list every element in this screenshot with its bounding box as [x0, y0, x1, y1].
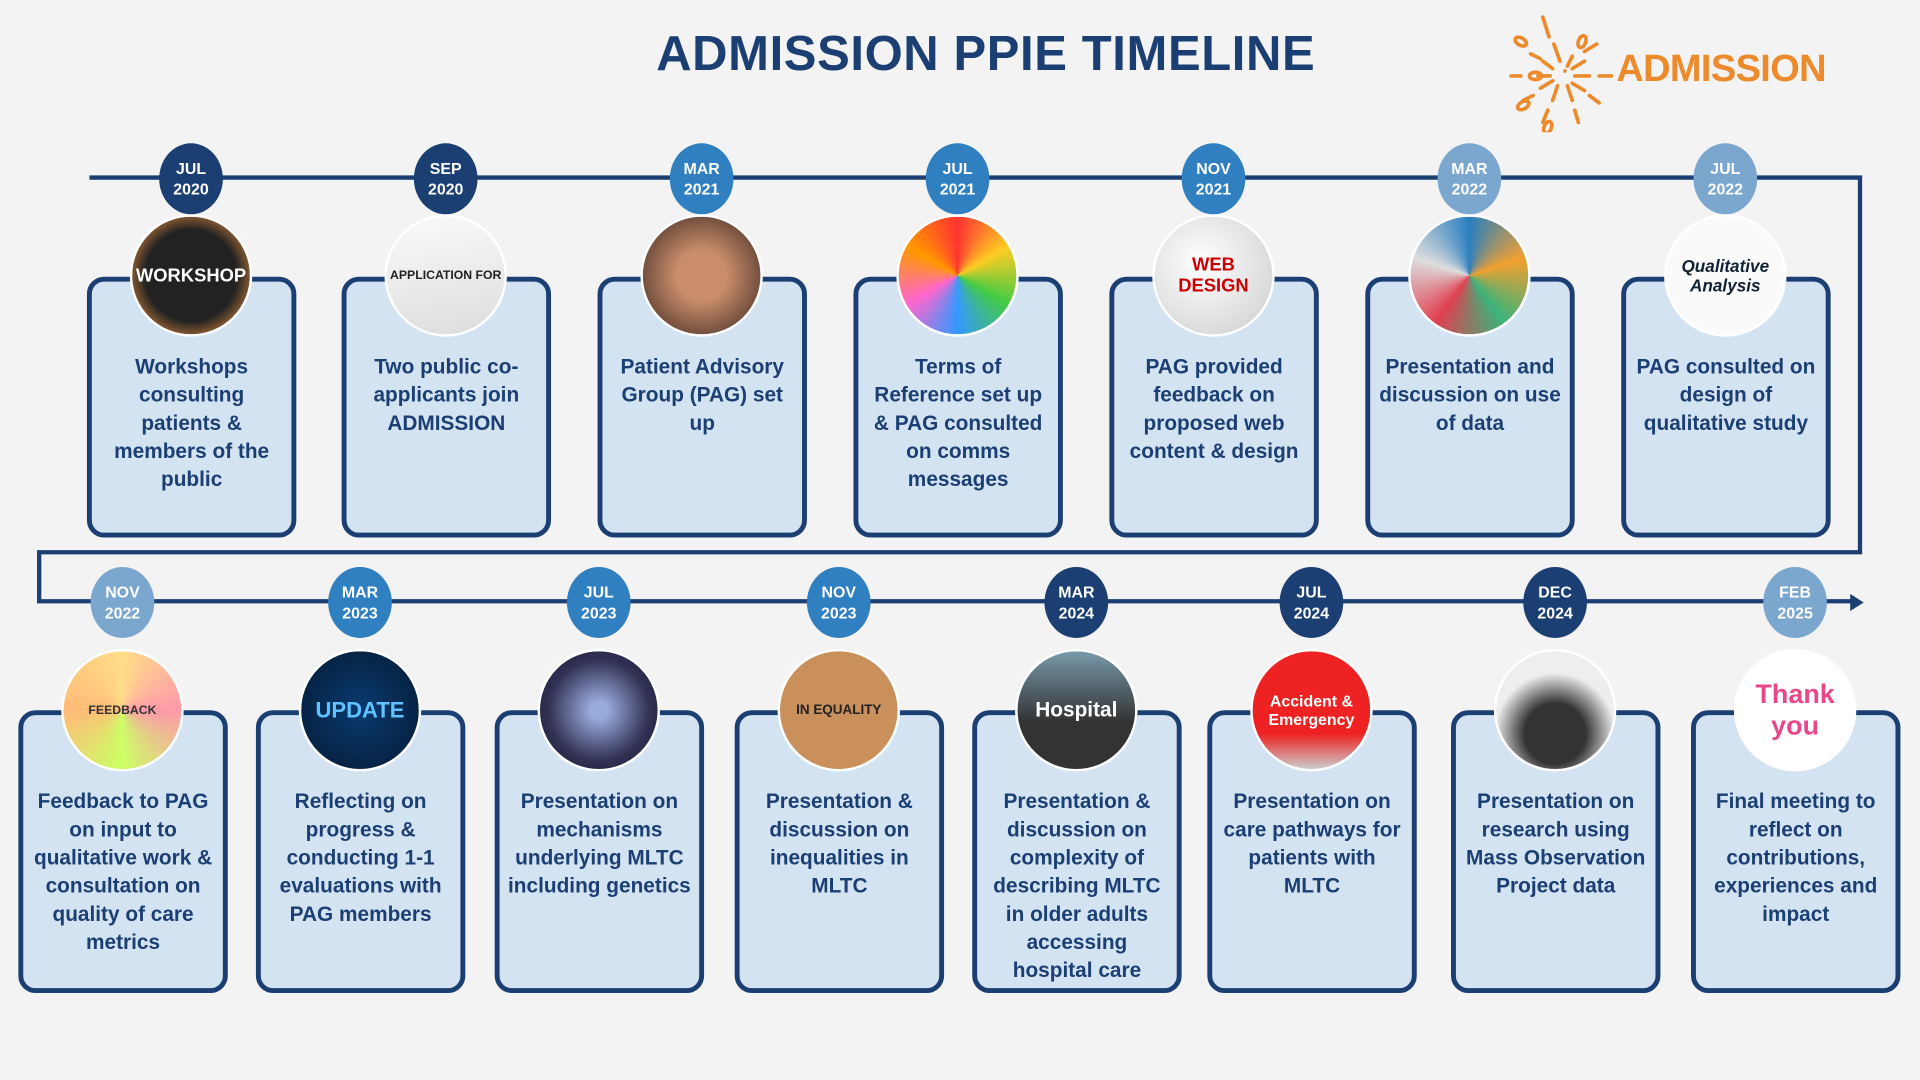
badge-month: JUL	[1296, 582, 1327, 602]
milestone-description: Patient Advisory Group (PAG) set up	[620, 355, 784, 435]
sticky-notes-board-image	[896, 214, 1019, 337]
update-sign-image: UPDATE	[298, 648, 422, 772]
badge-month: SEP	[429, 159, 462, 178]
feedback-sticky-notes-image: FEEDBACK	[61, 648, 184, 772]
badge-month: DEC	[1538, 582, 1572, 602]
inequality-cutout-image: IN EQUALITY	[777, 648, 901, 772]
date-badge: SEP 2020	[413, 143, 478, 215]
badge-year: 2022	[1707, 180, 1744, 199]
milestone-description: Workshops consulting patients & members …	[114, 355, 270, 492]
milestone-description: Final meeting to reflect on contribution…	[1714, 789, 1878, 926]
badge-month: MAR	[1451, 159, 1488, 178]
badge-year: 2021	[939, 180, 976, 199]
badge-year: 2024	[1293, 603, 1330, 623]
timeline-card: Workshops consulting patients & members …	[86, 276, 297, 538]
milestone-description: Presentation on research using Mass Obse…	[1466, 789, 1646, 898]
milestone-description: Feedback to PAG on input to qualitative …	[33, 789, 213, 954]
qualitative-analysis-note-image: Qualitative Analysis	[1664, 214, 1787, 337]
image-caption: WORKSHOP	[135, 265, 247, 286]
stacked-hands-image	[640, 214, 763, 337]
milestone-description: Presentation and discussion on use of da…	[1379, 355, 1561, 435]
badge-month: MAR	[683, 159, 720, 178]
dna-helix-image	[537, 648, 661, 772]
milestone-description: Presentation & discussion on inequalitie…	[765, 789, 913, 898]
badge-month: NOV	[105, 582, 140, 602]
hospital-sign-image: Hospital	[1015, 648, 1138, 772]
image-caption: WEB DESIGN	[1178, 254, 1249, 297]
badge-month: JUL	[942, 159, 973, 178]
badge-month: MAR	[1058, 582, 1095, 602]
image-caption: Hospital	[1035, 697, 1118, 722]
milestone-description: Two public co-applicants join ADMISSION	[373, 355, 520, 435]
date-badge: MAR 2021	[669, 143, 734, 215]
badge-month: MAR	[341, 582, 379, 602]
badge-year: 2023	[342, 603, 378, 623]
application-form-image: APPLICATION FOR	[384, 214, 507, 337]
image-caption: Thank you	[1755, 678, 1835, 741]
badge-month: JUL	[175, 159, 207, 178]
date-badge: JUL 2020	[159, 143, 223, 215]
timeline-card: PAG consulted on design of qualitative s…	[1621, 276, 1831, 538]
badge-year: 2020	[427, 180, 464, 199]
thank-you-lettering-image: Thank you	[1733, 648, 1857, 772]
image-caption: UPDATE	[315, 697, 405, 722]
badge-year: 2024	[1537, 603, 1573, 623]
typewriter-image	[1493, 648, 1617, 772]
image-caption: Accident & Emergency	[1268, 691, 1355, 729]
badge-year: 2025	[1777, 603, 1813, 623]
badge-month: FEB	[1779, 582, 1812, 602]
badge-year: 2023	[581, 603, 617, 623]
date-badge: JUL 2022	[1693, 143, 1758, 215]
badge-month: NOV	[821, 582, 857, 602]
milestone-description: Terms of Reference set up & PAG consulte…	[873, 355, 1043, 492]
accident-emergency-sign-image: Accident & Emergency	[1250, 648, 1373, 772]
badge-year: 2021	[1195, 180, 1232, 199]
workshop-chalkboard-image: WORKSHOP	[129, 214, 253, 337]
image-caption: FEEDBACK	[88, 703, 157, 717]
admission-logo: ADMISSION	[1509, 15, 1827, 136]
badge-year: 2022	[1451, 180, 1488, 199]
badge-year: 2024	[1058, 603, 1095, 623]
data-charts-image	[1408, 214, 1531, 337]
badge-year: 2021	[683, 180, 720, 199]
logo-wordmark: ADMISSION	[1616, 46, 1826, 90]
date-badge: JUL 2021	[925, 143, 990, 215]
web-design-sphere-image: WEB DESIGN	[1152, 214, 1275, 337]
milestone-description: Presentation & discussion on complexity …	[993, 789, 1161, 983]
milestone-description: PAG provided feedback on proposed web co…	[1129, 355, 1299, 463]
badge-year: 2020	[173, 180, 209, 199]
image-caption: Qualitative Analysis	[1681, 255, 1770, 296]
milestone-description: Presentation on care pathways for patien…	[1223, 789, 1401, 898]
date-badge: NOV 2021	[1181, 143, 1246, 215]
page-title: ADMISSION PPIE TIMELINE	[656, 26, 1316, 81]
badge-year: 2023	[821, 603, 857, 623]
badge-month: JUL	[583, 582, 614, 602]
milestone-description: PAG consulted on design of qualitative s…	[1636, 355, 1816, 435]
badge-month: NOV	[1196, 159, 1231, 178]
badge-year: 2022	[104, 603, 141, 623]
milestone-description: Reflecting on progress & conducting 1-1 …	[279, 789, 442, 926]
badge-month: JUL	[1710, 159, 1741, 178]
image-caption: IN EQUALITY	[796, 702, 882, 718]
image-caption: APPLICATION FOR	[390, 268, 502, 283]
date-badge: MAR 2022	[1437, 143, 1502, 215]
milestone-description: Presentation on mechanisms underlying ML…	[508, 789, 691, 898]
timeline-card: Presentation & discussion on complexity …	[972, 710, 1182, 994]
timeline-card: Presentation on research using Mass Obse…	[1451, 710, 1661, 994]
timeline-arrow-icon	[1850, 593, 1864, 612]
